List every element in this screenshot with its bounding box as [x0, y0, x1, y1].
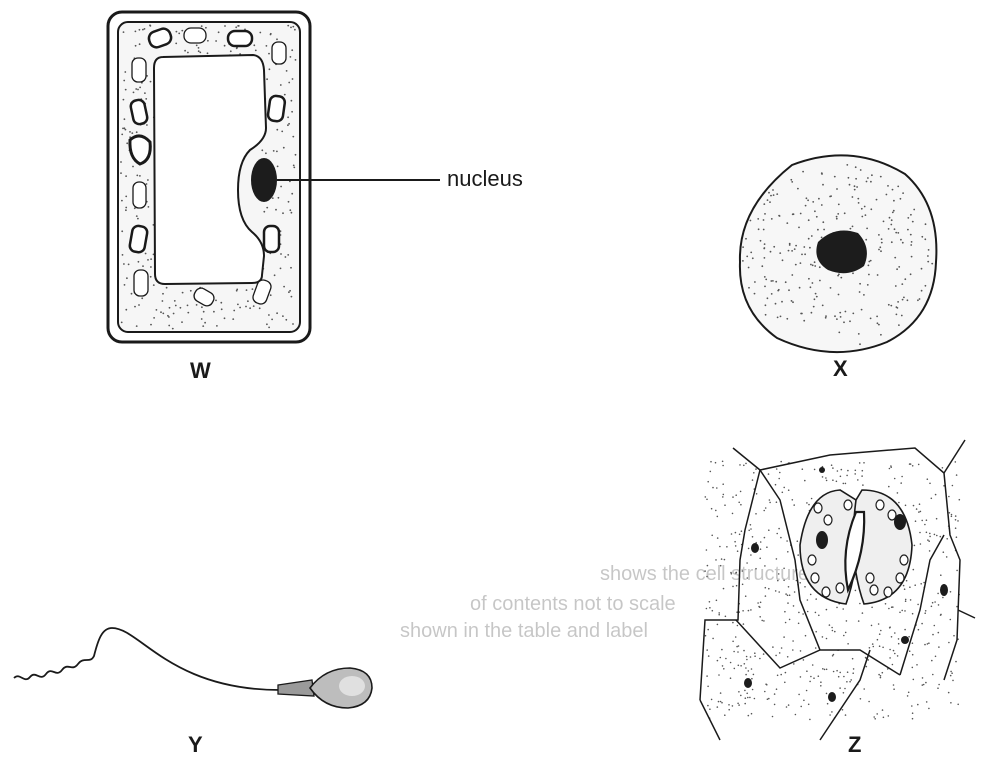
cell-w-plant-cell	[108, 12, 440, 342]
cell-y-midpiece	[278, 680, 314, 696]
cell-y-sperm-cell	[14, 628, 372, 708]
label-x: X	[833, 356, 848, 382]
label-w: W	[190, 358, 211, 384]
cell-y-acrosome	[339, 676, 365, 696]
label-z: Z	[848, 732, 861, 758]
cell-z-stoma-tissue	[700, 440, 975, 740]
nucleus-label: nucleus	[447, 166, 523, 192]
label-y: Y	[188, 732, 203, 758]
cell-y-tail	[14, 628, 280, 690]
cell-x-animal-cell	[740, 155, 937, 352]
cell-w-nucleus	[251, 158, 277, 202]
